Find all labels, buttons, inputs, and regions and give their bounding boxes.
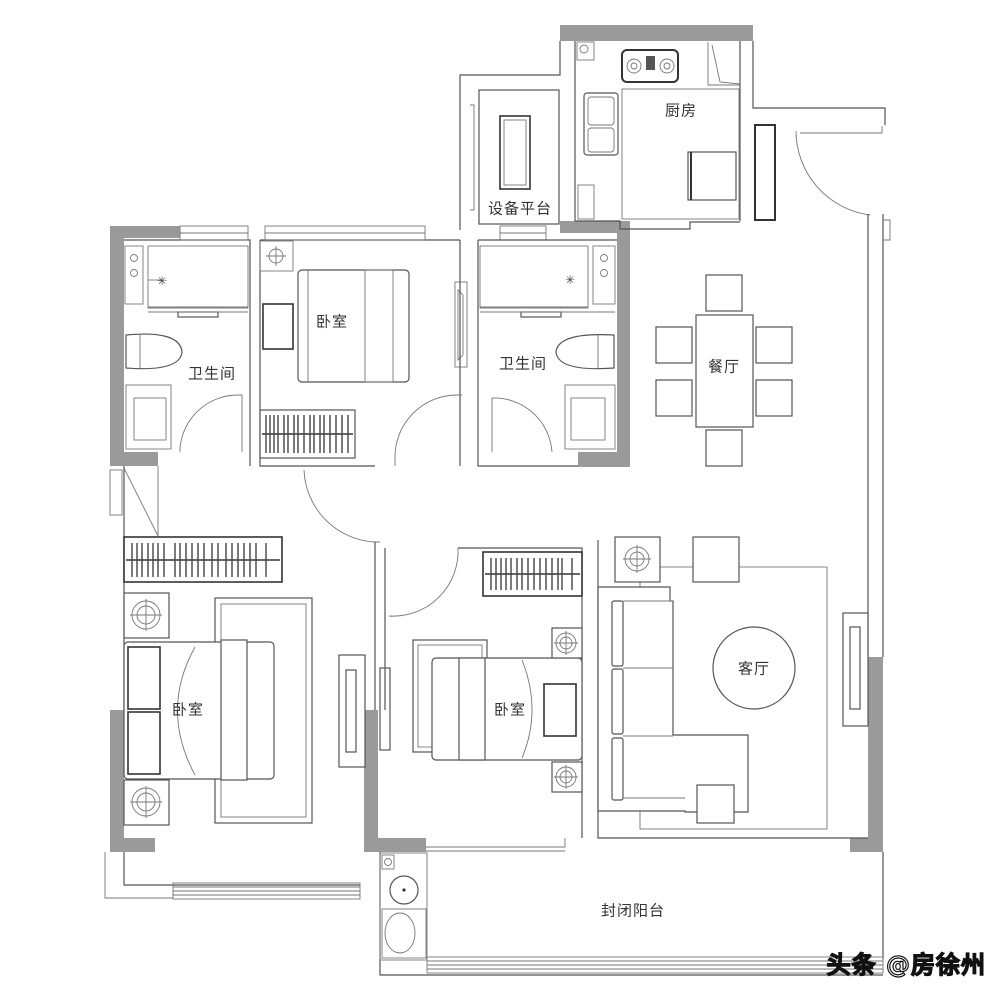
room-label-bathroom-west: 卫生间 <box>187 364 237 383</box>
watermark: 头条 @房徐州 <box>826 950 986 979</box>
bedroom-north <box>259 225 468 467</box>
dining-set <box>655 274 793 467</box>
bathroom-east: ✳ <box>477 239 617 467</box>
room-label-bedroom-north: 卧室 <box>315 312 349 331</box>
room-label-equipment-platform: 设备平台 <box>487 199 553 218</box>
room-label-bathroom-east: 卫生间 <box>498 354 548 373</box>
equipment-platform <box>470 89 560 241</box>
living-room <box>597 536 869 830</box>
structural-walls <box>110 25 883 852</box>
svg-text:✳: ✳ <box>157 274 167 288</box>
bedroom-south <box>412 551 583 852</box>
room-label-kitchen: 厨房 <box>664 101 698 120</box>
room-label-living-room: 客厅 <box>737 659 771 678</box>
entrance-door <box>795 126 891 657</box>
room-label-enclosed-balcony: 封闭阳台 <box>600 901 666 920</box>
svg-text:✳: ✳ <box>565 273 575 287</box>
enclosed-balcony <box>379 852 884 976</box>
bathroom-west: ✳ <box>124 225 251 466</box>
bedroom-southwest <box>104 466 391 900</box>
room-label-dining-room: 餐厅 <box>707 357 741 376</box>
kitchen <box>459 41 886 230</box>
room-label-bedroom-south: 卧室 <box>493 700 527 719</box>
room-label-bedroom-southwest: 卧室 <box>171 700 205 719</box>
